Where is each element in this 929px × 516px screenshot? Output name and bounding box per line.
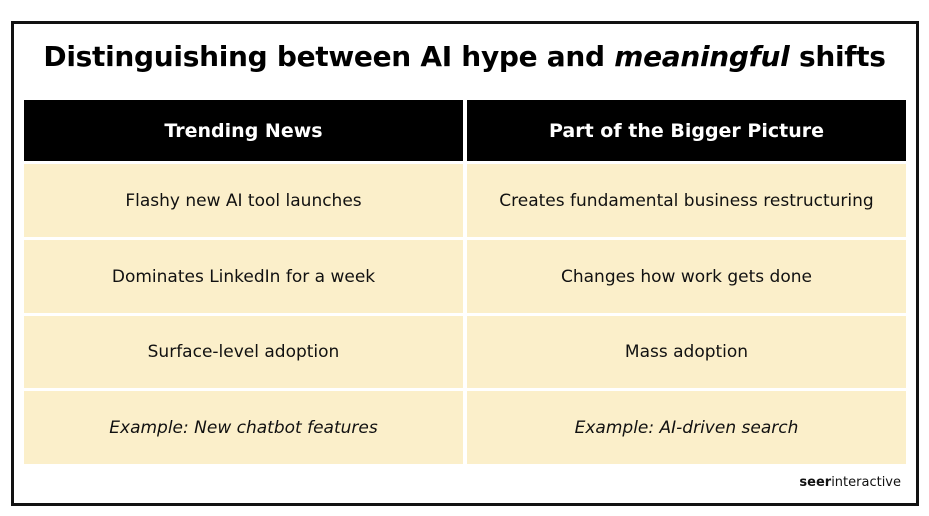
- table-cell: Mass adoption: [467, 316, 906, 388]
- table-cell: Creates fundamental business restructuri…: [467, 164, 906, 237]
- logo-bold: seer: [799, 475, 832, 490]
- table-cell: Dominates LinkedIn for a week: [24, 240, 463, 313]
- title-suffix: shifts: [789, 40, 886, 73]
- header-bigger-picture: Part of the Bigger Picture: [467, 100, 906, 161]
- logo-rest: interactive: [831, 475, 901, 490]
- table-cell: Changes how work gets done: [467, 240, 906, 313]
- example-cell-trending: Example: New chatbot features: [24, 391, 463, 464]
- title-prefix: Distinguishing between AI hype and: [43, 40, 615, 73]
- seer-interactive-logo: seerinteractive: [799, 475, 901, 490]
- example-text: : New chatbot features: [183, 417, 378, 438]
- title-emphasis: meaningful: [614, 40, 790, 73]
- page-title: Distinguishing between AI hype and meani…: [0, 40, 929, 73]
- example-label: Example: [109, 417, 184, 438]
- table-cell: Surface-level adoption: [24, 316, 463, 388]
- example-label: Example: [574, 417, 649, 438]
- example-cell-bigger: Example: AI-driven search: [467, 391, 906, 464]
- table-cell: Flashy new AI tool launches: [24, 164, 463, 237]
- header-trending-news: Trending News: [24, 100, 463, 161]
- example-text: : AI-driven search: [648, 417, 799, 438]
